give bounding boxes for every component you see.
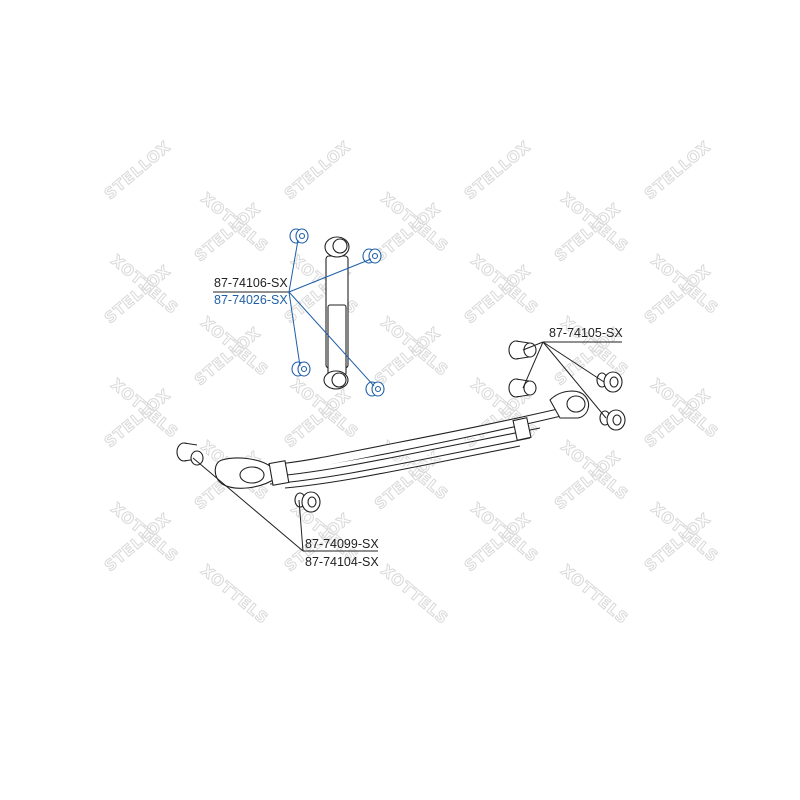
part-label[interactable]: 87-74106-SX: [214, 276, 288, 290]
bushing-icon[interactable]: [362, 248, 382, 264]
bushing-icon[interactable]: [176, 442, 204, 466]
bushing-icon[interactable]: [289, 228, 309, 244]
bushing-icon[interactable]: [291, 361, 311, 377]
bushing-icon[interactable]: [365, 381, 385, 397]
watermark-text: STELLOX: [461, 137, 534, 203]
shock-bushings: [289, 228, 385, 397]
watermark-text: XOTTELS: [377, 561, 452, 628]
leader-lines: [192, 239, 622, 552]
bushing-icon[interactable]: [508, 378, 537, 398]
bushing-icon[interactable]: [599, 409, 626, 431]
part-label[interactable]: 87-74105-SX: [549, 326, 623, 340]
part-label[interactable]: 87-74099-SX: [305, 537, 379, 551]
shock-absorber: [323, 236, 350, 390]
watermark-text: XOTTELS: [557, 561, 632, 628]
part-label[interactable]: 87-74104-SX: [305, 555, 379, 569]
part-label[interactable]: 87-74026-SX: [214, 293, 288, 307]
bushing-icon[interactable]: [596, 371, 623, 393]
leaf-spring: [214, 390, 590, 489]
bushing-icon[interactable]: [508, 340, 537, 360]
watermark-text: STELLOX: [281, 137, 354, 203]
watermark-text: STELLOX: [101, 137, 174, 203]
watermark-text: XOTTELS: [197, 561, 272, 628]
watermark-text: STELLOX: [641, 137, 714, 203]
watermark-layer: STELLOX XOTTELS STELLOX XOTTELS STELLOX XOTTE…: [101, 137, 723, 628]
bushing-icon[interactable]: [294, 491, 321, 513]
